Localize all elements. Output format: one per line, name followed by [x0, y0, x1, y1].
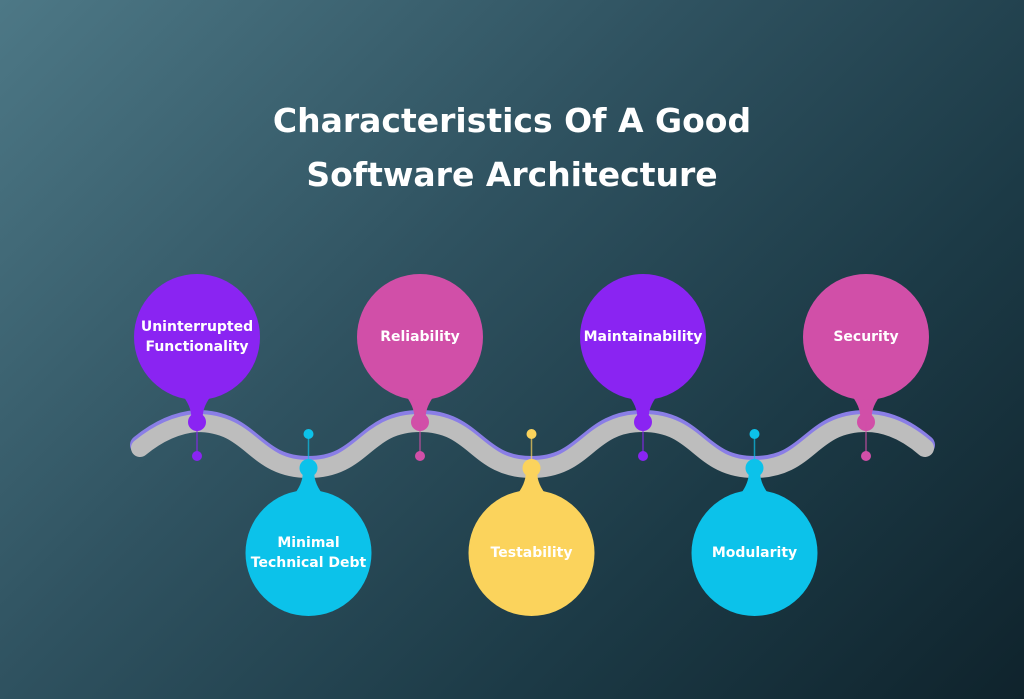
bubble-minimal-technical-debt — [245, 490, 372, 616]
bubble-label: Reliability — [380, 329, 460, 345]
bubble-uninterrupted-functionality — [134, 274, 260, 400]
bubble-maintainability — [580, 274, 706, 400]
connector-neck — [517, 468, 546, 494]
connector-neck — [740, 468, 769, 494]
bubble-label: Security — [833, 329, 899, 345]
bubble-label: Minimal Technical Debt — [250, 535, 367, 571]
bubble-label: Modularity — [711, 545, 798, 561]
title-line-2: Software Architecture — [306, 155, 718, 194]
pin-dot — [526, 429, 537, 439]
connector-neck — [852, 396, 880, 422]
pin-dot — [303, 429, 314, 439]
connector-neck — [406, 396, 434, 422]
connector-neck — [294, 468, 323, 494]
connector-neck — [629, 396, 657, 422]
bubble-reliability — [357, 274, 483, 400]
pin-dot — [861, 451, 871, 461]
bubble-label: Maintainability — [583, 329, 703, 345]
pin-dot — [749, 429, 760, 439]
title-line-1: Characteristics Of A Good — [272, 101, 752, 140]
connector-neck — [183, 396, 211, 422]
pin-dot — [192, 451, 202, 461]
bubble-testability — [468, 490, 595, 616]
page-title: Characteristics Of A Good Software Archi… — [0, 94, 1024, 202]
bubble-modularity — [691, 490, 818, 616]
pin-dot — [415, 451, 425, 461]
bubble-label: Uninterrupted Functionality — [140, 319, 254, 355]
pin-dot — [638, 451, 648, 461]
bubble-security — [803, 274, 929, 400]
bubble-label: Testability — [490, 545, 573, 561]
